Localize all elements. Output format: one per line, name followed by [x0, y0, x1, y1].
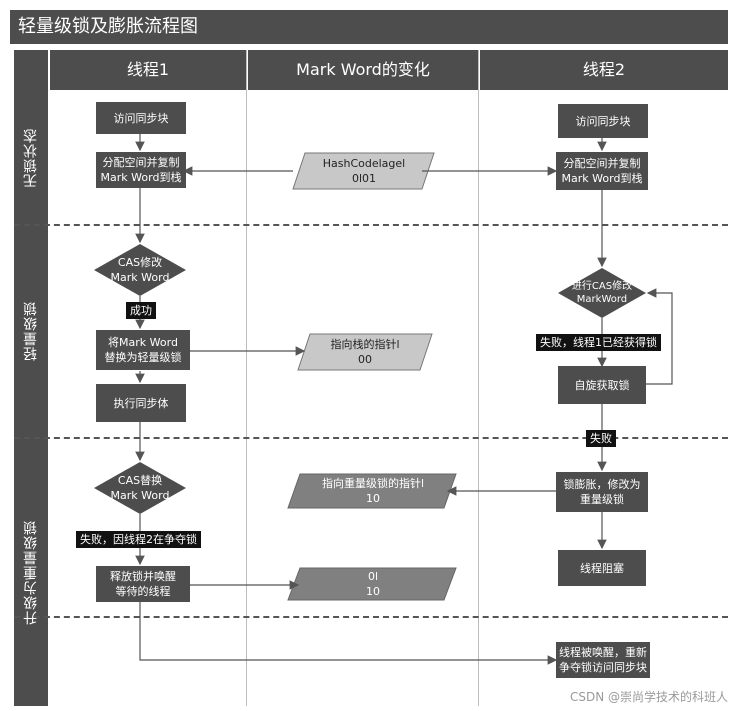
lane-divider	[14, 616, 728, 618]
t1-release-wake: 释放锁并唤醒 等待的线程	[96, 566, 190, 602]
t1-alloc-copy: 分配空间并复制 Mark Word到栈	[96, 152, 186, 188]
t1-success-tag: 成功	[126, 302, 156, 319]
watermark: CSDN @崇尚学技术的科班人	[569, 690, 728, 704]
markword-heavy-pointer: 指向重量级锁的指针l 10	[321, 477, 425, 505]
column-divider	[246, 50, 247, 706]
t1-cas-modify-label: CAS修改 Mark Word	[110, 256, 170, 284]
decision-cas-modify-t2	[558, 268, 646, 318]
lane-divider	[14, 224, 728, 226]
t1-cas-replace-label: CAS替换 Mark Word	[110, 474, 170, 502]
markword-empty: 0l 10	[366, 570, 380, 598]
decision-cas-modify-t1	[94, 244, 186, 296]
t2-fail-tag: 失败	[586, 430, 616, 447]
column-divider	[478, 50, 479, 706]
t2-cas-modify-label: 进行CAS修改 MarkWord	[571, 281, 633, 305]
column-header-thread1: 线程1	[50, 50, 246, 90]
t2-alloc-copy: 分配空间并复制 Mark Word到栈	[556, 152, 648, 190]
t1-exec-sync: 执行同步体	[96, 384, 186, 422]
page-title: 轻量级锁及膨胀流程图	[10, 10, 728, 44]
column-header-markword: Mark Word的变化	[248, 50, 478, 90]
arrow	[139, 602, 558, 665]
arrow	[646, 288, 673, 385]
t2-spin-acquire: 自旋获取锁	[558, 366, 646, 404]
decision-cas-replace-t1	[94, 462, 186, 514]
markword-heavyptr-shape	[287, 473, 457, 509]
lane-sidebar	[14, 50, 48, 706]
markword-stack-pointer: 指向栈的指针l 00	[330, 338, 400, 366]
t2-thread-blocked: 线程阻塞	[558, 550, 646, 586]
t2-access-block: 访问同步块	[558, 104, 648, 138]
column-header-thread2: 线程2	[480, 50, 728, 90]
t2-inflate-heavy: 锁膨胀，修改为 重量级锁	[556, 472, 648, 512]
markword-stackptr-shape	[297, 333, 433, 371]
markword-hash: HashCodelagel 0l01	[322, 157, 406, 185]
markword-hash-shape	[292, 152, 435, 190]
lane-divider	[14, 437, 728, 439]
t1-replace-lightweight: 将Mark Word 替换为轻量级锁	[96, 330, 190, 370]
t1-access-block: 访问同步块	[96, 102, 186, 134]
t2-woken-contend: 线程被唤醒，重新 争夺锁访问同步块	[556, 642, 650, 678]
t2-fail-note: 失败，线程1已经获得锁	[536, 334, 661, 351]
t1-fail-note: 失败，因线程2在争夺锁	[76, 531, 201, 548]
